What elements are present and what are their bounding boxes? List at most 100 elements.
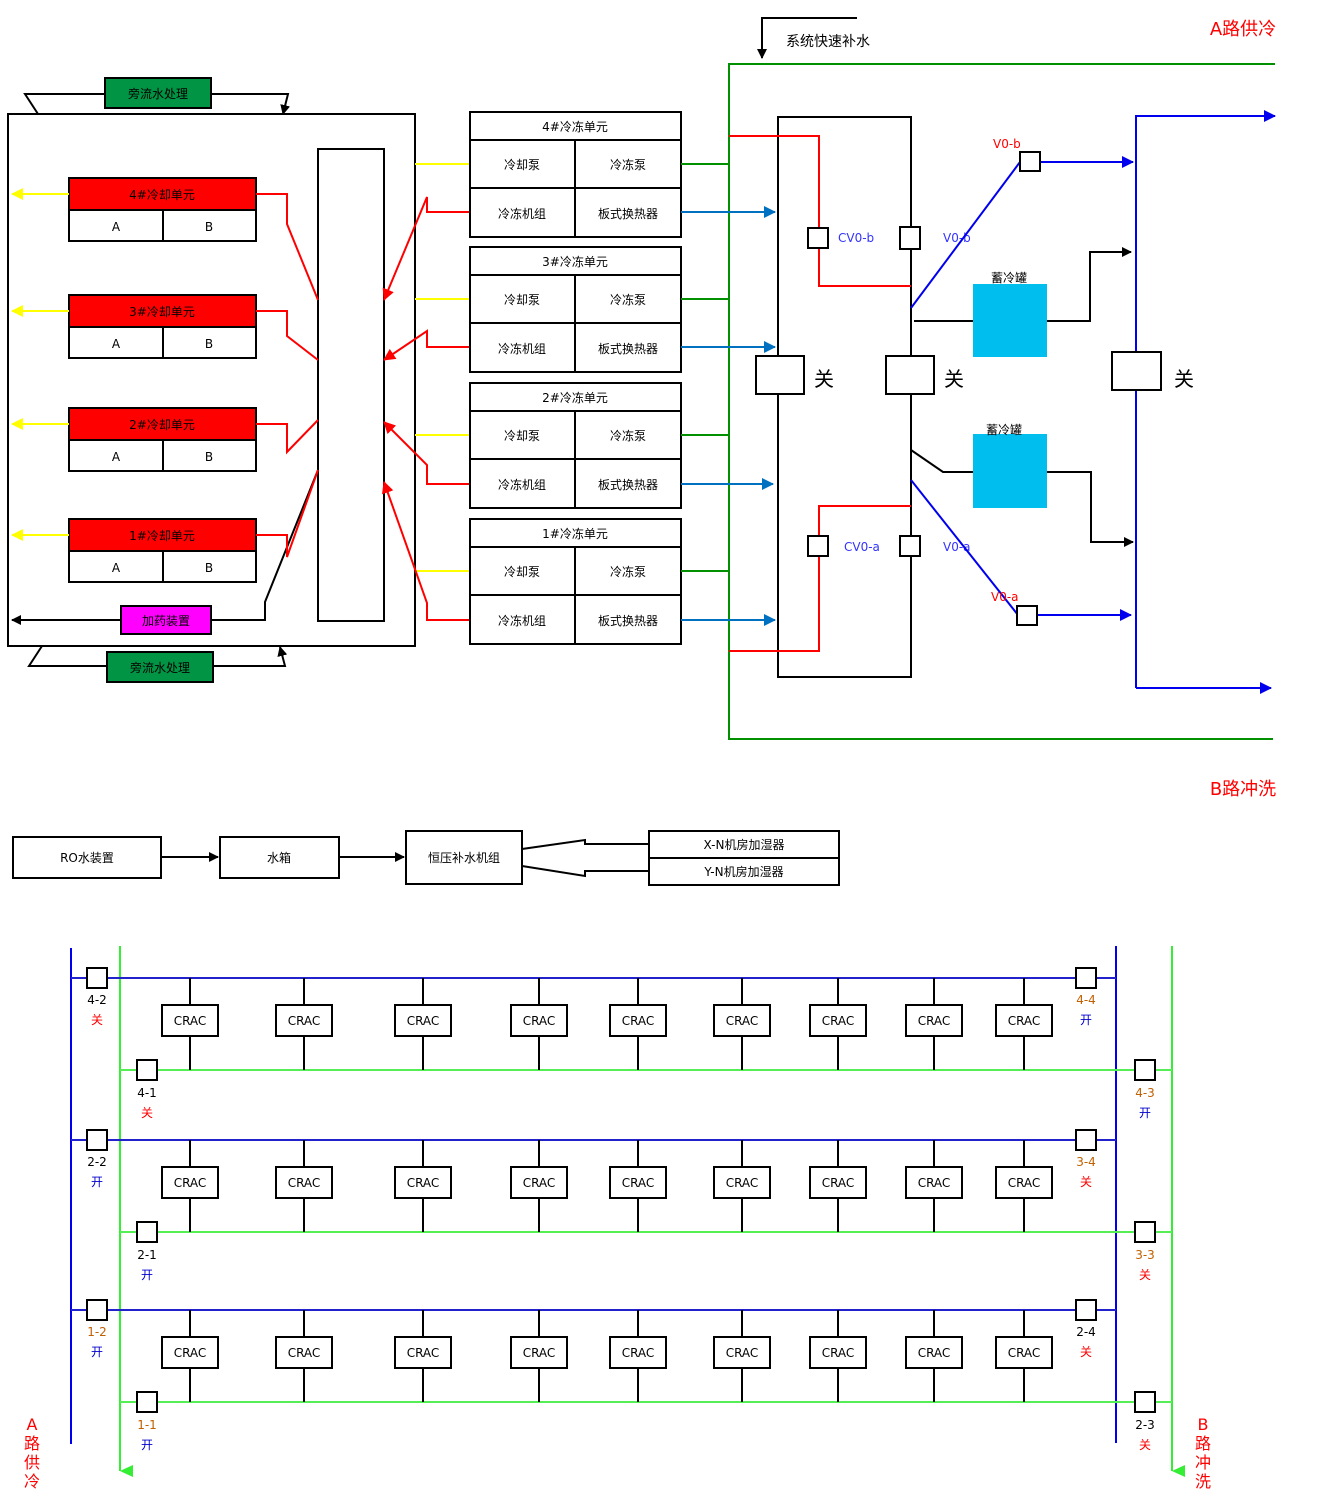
close-valve-2[interactable]	[885, 355, 935, 395]
valve-left-top-id: 1-2	[87, 1325, 107, 1339]
valve-right-bottom[interactable]	[1134, 1391, 1156, 1413]
svg-text:冲: 冲	[1195, 1453, 1211, 1472]
crac-unit[interactable]: CRAC	[713, 978, 771, 1070]
cooling-unit-4: 4#冷却单元 A B	[68, 177, 257, 242]
valve-v0b-top[interactable]	[1019, 151, 1041, 172]
valve-cv0b[interactable]	[807, 227, 829, 249]
close-valve-1[interactable]	[755, 355, 805, 395]
svg-text:冷冻泵: 冷冻泵	[610, 564, 646, 579]
blue-supply	[910, 110, 1276, 694]
valve-left-bottom[interactable]	[136, 1391, 158, 1413]
crac-unit[interactable]: CRAC	[394, 978, 452, 1070]
freeze-unit-3: 3#冷冻单元 冷却泵 冷冻泵 冷冻机组 板式换热器	[469, 246, 682, 373]
valve-right-top[interactable]	[1075, 1299, 1097, 1321]
valve-right-bottom-id: 2-3	[1135, 1418, 1155, 1432]
dosing-label: 加药装置	[142, 614, 190, 628]
main-column	[777, 116, 912, 678]
crac-unit[interactable]: CRAC	[510, 1140, 568, 1232]
crac-unit[interactable]: CRAC	[609, 978, 667, 1070]
close-valve-1-label: 关	[814, 367, 834, 391]
crac-unit[interactable]: CRAC	[161, 978, 219, 1070]
svg-text:路: 路	[1195, 1434, 1211, 1453]
crac-label: CRAC	[726, 1346, 759, 1360]
valve-left-top[interactable]	[86, 1299, 108, 1321]
crac-unit[interactable]: CRAC	[995, 978, 1053, 1070]
crac-unit[interactable]: CRAC	[809, 1140, 867, 1232]
crac-unit[interactable]: CRAC	[510, 1310, 568, 1402]
yellow-outlets-left	[11, 188, 69, 541]
crac-row: CRAC CRAC CRAC CRAC CRAC CRAC CRAC CRAC CRAC 2-2 开…	[71, 1129, 1172, 1282]
red-to-manifold	[382, 196, 470, 621]
crac-unit[interactable]: CRAC	[275, 978, 333, 1070]
crac-unit[interactable]: CRAC	[510, 978, 568, 1070]
crac-unit[interactable]: CRAC	[905, 1140, 963, 1232]
crac-unit[interactable]: CRAC	[609, 1310, 667, 1402]
crac-unit[interactable]: CRAC	[809, 978, 867, 1070]
svg-text:B: B	[205, 561, 213, 575]
valve-v0b-mid[interactable]	[899, 226, 921, 250]
side-treatment-bottom	[106, 651, 214, 683]
svg-text:B: B	[1198, 1415, 1209, 1434]
crac-unit[interactable]: CRAC	[161, 1310, 219, 1402]
svg-text:冷却泵: 冷却泵	[504, 565, 540, 579]
valve-right-top[interactable]	[1075, 967, 1097, 989]
valve-right-bottom[interactable]	[1134, 1221, 1156, 1243]
cooling-unit-2-title: 2#冷却单元	[129, 418, 195, 432]
valve-right-bottom[interactable]	[1134, 1059, 1156, 1081]
valve-right-top-id: 2-4	[1076, 1325, 1096, 1339]
valve-right-bottom-id: 4-3	[1135, 1086, 1155, 1100]
crac-unit[interactable]: CRAC	[905, 1310, 963, 1402]
crac-label: CRAC	[726, 1014, 759, 1028]
valve-right-top-state: 关	[1080, 1175, 1092, 1189]
crac-unit[interactable]: CRAC	[995, 1310, 1053, 1402]
storage-tank-bottom-label: 蓄冷罐	[986, 423, 1022, 437]
freeze-unit-2-title: 2#冷冻单元	[542, 390, 608, 405]
svg-text:A: A	[112, 450, 121, 464]
valve-right-bottom-id: 3-3	[1135, 1248, 1155, 1262]
storage-tank-bottom	[973, 434, 1047, 508]
crac-label: CRAC	[174, 1346, 207, 1360]
close-valve-3-label: 关	[1174, 367, 1194, 391]
crac-label: CRAC	[1008, 1014, 1041, 1028]
v0b-top-label: V0-b	[993, 137, 1021, 151]
crac-unit[interactable]: CRAC	[809, 1310, 867, 1402]
dosing-device	[120, 605, 212, 635]
valve-left-top[interactable]	[86, 1129, 108, 1151]
valve-left-bottom[interactable]	[136, 1221, 158, 1243]
svg-text:B: B	[205, 450, 213, 464]
valve-left-top-id: 2-2	[87, 1155, 107, 1169]
crac-unit[interactable]: CRAC	[394, 1140, 452, 1232]
crac-unit[interactable]: CRAC	[275, 1140, 333, 1232]
valve-cv0a[interactable]	[807, 535, 829, 557]
valve-right-top-state: 开	[1080, 1013, 1092, 1027]
valve-left-bottom[interactable]	[136, 1059, 158, 1081]
crac-label: CRAC	[622, 1176, 655, 1190]
const-pressure-label: 恒压补水机组	[428, 851, 500, 865]
crac-unit[interactable]: CRAC	[161, 1140, 219, 1232]
valve-left-top-id: 4-2	[87, 993, 107, 1007]
crac-unit[interactable]: CRAC	[713, 1310, 771, 1402]
crac-label: CRAC	[918, 1176, 951, 1190]
crac-unit[interactable]: CRAC	[713, 1140, 771, 1232]
crac-unit[interactable]: CRAC	[995, 1140, 1053, 1232]
close-valve-3[interactable]	[1111, 351, 1162, 391]
valve-left-bottom-id: 2-1	[137, 1248, 157, 1262]
valve-v0a-bottom[interactable]	[1016, 605, 1038, 626]
valve-left-top[interactable]	[86, 967, 108, 989]
title-a-supply: A路供冷	[1210, 19, 1276, 40]
valve-left-top-state: 开	[91, 1175, 103, 1189]
const-pressure-unit	[405, 830, 523, 885]
crac-label: CRAC	[726, 1176, 759, 1190]
valve-v0a-mid[interactable]	[899, 535, 921, 557]
svg-text:B: B	[205, 337, 213, 351]
crac-unit[interactable]: CRAC	[609, 1140, 667, 1232]
crac-label: CRAC	[1008, 1346, 1041, 1360]
crac-unit[interactable]: CRAC	[905, 978, 963, 1070]
green-supply	[681, 63, 1275, 740]
valve-right-top[interactable]	[1075, 1129, 1097, 1151]
ro-device	[12, 836, 162, 879]
valve-right-bottom-state: 关	[1139, 1268, 1151, 1282]
crac-unit[interactable]: CRAC	[275, 1310, 333, 1402]
crac-label: CRAC	[822, 1346, 855, 1360]
crac-unit[interactable]: CRAC	[394, 1310, 452, 1402]
